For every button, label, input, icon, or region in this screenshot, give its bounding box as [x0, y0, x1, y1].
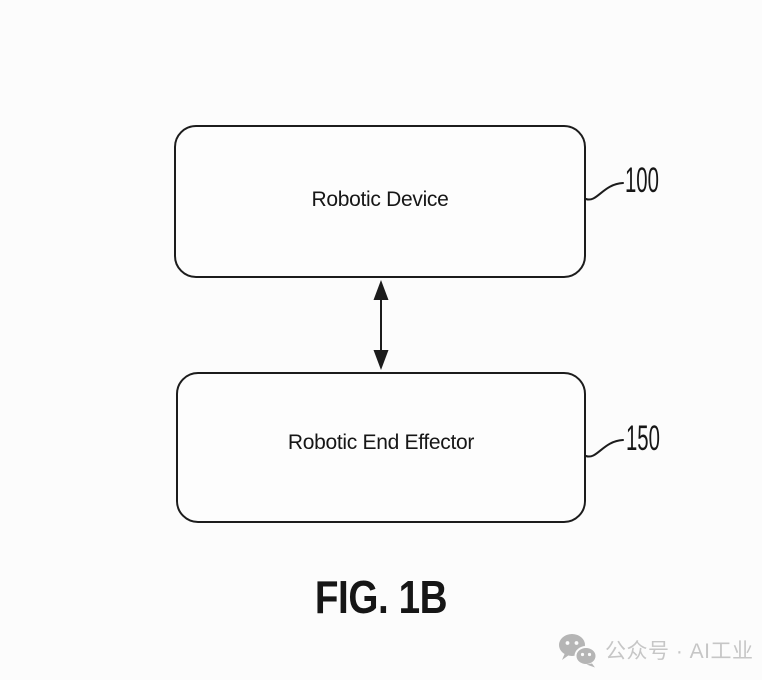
ref-label-100: 100 [625, 161, 659, 200]
box-robotic-device: Robotic Device [174, 125, 586, 278]
ref-label-150: 150 [626, 419, 660, 458]
leader-line-100 [585, 182, 624, 201]
box-robotic-end-effector: Robotic End Effector [176, 372, 586, 523]
double-arrow-icon [373, 280, 389, 370]
leader-line-150 [585, 439, 624, 458]
watermark: 公众号 · AI工业 [558, 632, 754, 668]
figure-caption: FIG. 1B [314, 571, 448, 623]
box-robotic-device-label: Robotic Device [311, 187, 449, 211]
box-robotic-end-effector-label: Robotic End Effector [287, 431, 475, 454]
watermark-text: 公众号 · AI工业 [605, 640, 754, 663]
wechat-icon [559, 634, 598, 668]
